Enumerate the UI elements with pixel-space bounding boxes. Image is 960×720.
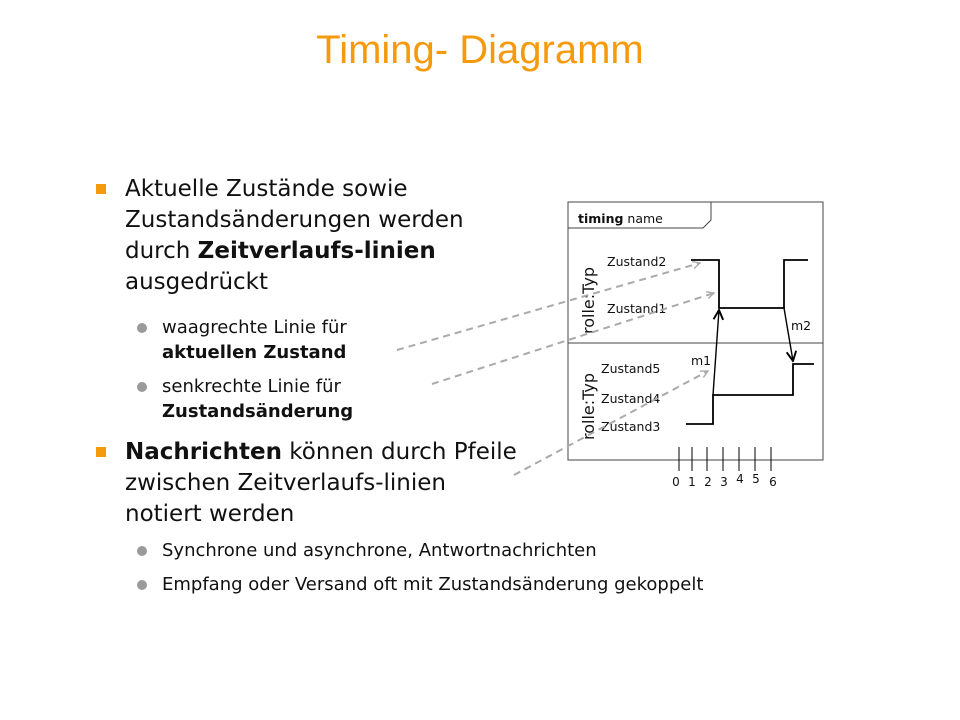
bullet-dot-icon <box>137 323 147 333</box>
bullet-text: Aktuelle Zustände sowie Zustandsänderung… <box>125 176 464 264</box>
message-label-m2: m2 <box>791 318 811 333</box>
frame-name-tab <box>568 202 712 229</box>
message-label-m1: m1 <box>691 353 711 368</box>
timeline-bottom <box>686 363 814 425</box>
state-label-zustand3: Zustand3 <box>601 419 660 434</box>
bullet-bold-term: Nachrichten <box>125 439 282 465</box>
tick-label: 3 <box>720 475 728 489</box>
svg-text:timing name: timing name <box>578 211 663 226</box>
bullet-dot-icon <box>137 546 147 556</box>
sub-bullet-text: waagrechte Linie für <box>162 317 347 338</box>
message-arrow-m1 <box>712 310 719 396</box>
connector-arrow-transition <box>431 293 714 385</box>
bullet-nachrichten: Nachrichten können durch Pfeile zwischen… <box>96 437 526 530</box>
sub-bullet-text: senkrechte Linie für <box>162 376 341 397</box>
message-arrow-m2 <box>783 307 793 361</box>
lifeline-label-bottom: rolle:Typ <box>579 373 598 440</box>
connector-arrow-state <box>396 263 700 351</box>
state-label-zustand5: Zustand5 <box>601 361 660 376</box>
sub-bullet-waagrechte-linie: waagrechte Linie für aktuellen Zustand <box>137 315 397 365</box>
tick-label: 1 <box>688 475 696 489</box>
bullet-text-end: ausgedrückt <box>125 269 269 295</box>
frame-keyword: timing <box>578 211 623 226</box>
bullet-dot-icon <box>137 382 147 392</box>
bullet-text: können durch Pfeile zwischen Zeitverlauf… <box>125 439 517 527</box>
sub-bullet-text: Synchrone und asynchrone, Antwortnachric… <box>162 540 597 561</box>
timeline-top <box>691 259 808 309</box>
sub-bullet-senkrechte-linie: senkrechte Linie für Zustandsänderung <box>137 374 397 424</box>
bullet-dot-icon <box>137 580 147 590</box>
bullet-square-icon <box>96 447 106 457</box>
bullet-square-icon <box>96 184 106 194</box>
frame-name: name <box>627 211 663 226</box>
tick-label: 0 <box>672 475 680 489</box>
sub-bullet-text: Empfang oder Versand oft mit Zustandsänd… <box>162 574 704 595</box>
tick-label: 2 <box>704 475 712 489</box>
sub-bullet-bold-term: aktuellen Zustand <box>162 342 347 363</box>
sub-bullet-synchrone: Synchrone und asynchrone, Antwortnachric… <box>137 538 777 563</box>
sub-bullet-empfang: Empfang oder Versand oft mit Zustandsänd… <box>137 572 757 597</box>
bullet-bold-term: Zeitverlaufs-linien <box>197 238 436 264</box>
state-label-zustand4: Zustand4 <box>601 391 660 406</box>
tick-label: 4 <box>736 472 744 486</box>
connector-arrow-message <box>513 370 708 476</box>
tick-label: 6 <box>769 475 777 489</box>
state-label-zustand1: Zustand1 <box>607 301 666 316</box>
tick-label: 5 <box>752 472 760 486</box>
bullet-zeitverlaufslinien: Aktuelle Zustände sowie Zustandsänderung… <box>96 174 526 298</box>
time-axis-ticks <box>678 447 772 471</box>
lifeline-label-top: rolle:Typ <box>579 267 598 334</box>
sub-bullet-bold-term: Zustandsänderung <box>162 401 354 422</box>
state-label-zustand2: Zustand2 <box>607 254 666 269</box>
diagram-frame <box>567 201 824 461</box>
page-title: Timing- Diagramm <box>316 28 644 72</box>
